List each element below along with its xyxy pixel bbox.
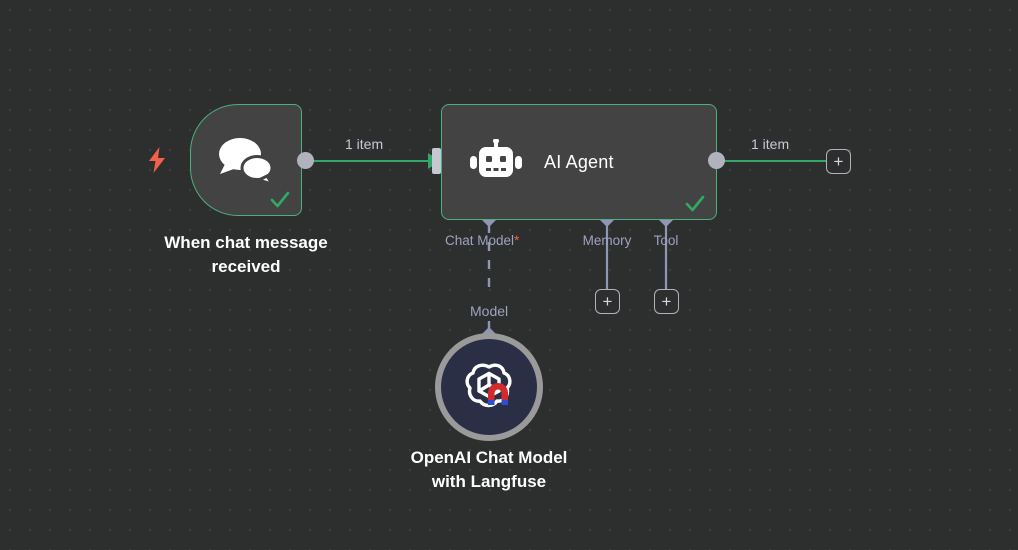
openai-langfuse-icon [465, 363, 512, 408]
lightning-bolt-icon [146, 147, 168, 173]
sub-connector-label-tool: Tool [653, 233, 679, 248]
edge-label-trigger-output: 1 item [345, 136, 384, 152]
add-node-button-output[interactable]: + [826, 149, 851, 174]
model-node-caption: OpenAI Chat Model with Langfuse [410, 448, 568, 492]
trigger-output-port[interactable] [297, 152, 314, 169]
edge-label-agent-output: 1 item [751, 136, 790, 152]
agent-node-title: AI Agent [544, 151, 614, 172]
sub-connector-label-chat-model: Chat Model* [445, 233, 519, 248]
add-node-button-tool[interactable]: + [654, 289, 679, 314]
node-when-chat-message-received[interactable] [190, 104, 302, 216]
agent-status-check-icon [684, 193, 706, 215]
add-node-button-memory[interactable]: + [595, 289, 620, 314]
chat-model-required-asterisk: * [514, 233, 520, 248]
chat-model-text: Chat Model [445, 233, 515, 248]
node-openai-chat-model[interactable] [435, 333, 543, 441]
robot-icon [470, 139, 522, 177]
trigger-node-caption: When chat message received [164, 233, 328, 277]
node-ai-agent[interactable]: AI Agent [441, 104, 717, 220]
agent-output-port[interactable] [708, 152, 725, 169]
sub-connector-label-memory: Memory [582, 233, 632, 248]
agent-input-port[interactable] [432, 148, 441, 174]
chat-bubbles-icon [219, 138, 276, 186]
trigger-status-check-icon [269, 189, 291, 211]
edge-label-model: Model [466, 301, 513, 321]
